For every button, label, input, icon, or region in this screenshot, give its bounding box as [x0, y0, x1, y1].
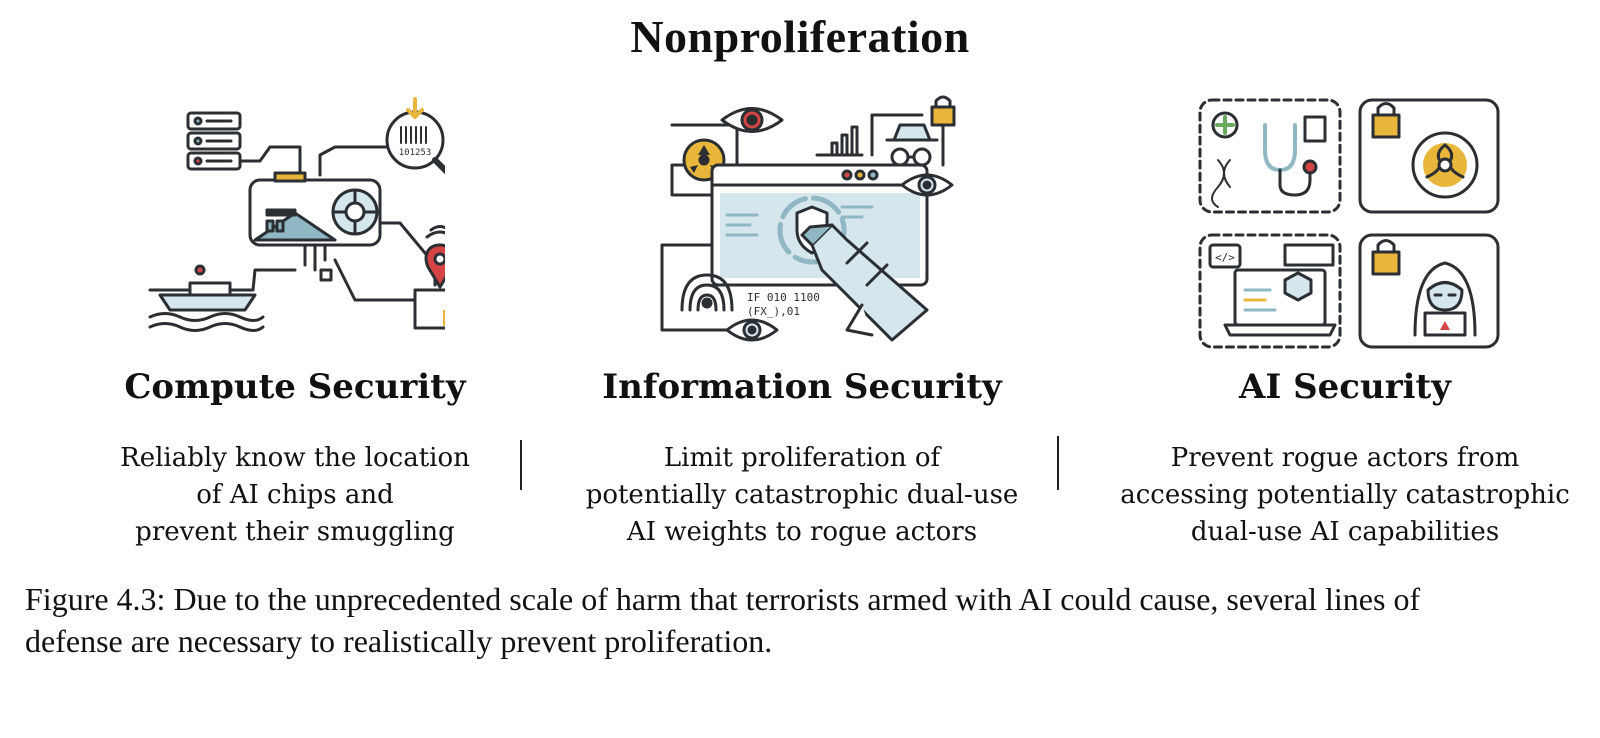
caption-line: Figure 4.3: Due to the unprecedented sca…	[25, 581, 1421, 617]
compute-security-column: 101253 Compute Security Reliably know th…	[115, 95, 475, 547]
locked-capabilities-grid-illustration: </>	[1198, 98, 1500, 349]
ai-security-column: </> AI Security Prevent rogue actors fro…	[1120, 95, 1570, 547]
description-line: dual-use AI capabilities	[1190, 517, 1500, 547]
ai-security-heading: AI Security	[1238, 367, 1452, 407]
code-tag: </>	[1215, 251, 1235, 264]
description-line: Limit proliferation of	[663, 443, 941, 473]
description-line: of AI chips and	[196, 480, 394, 510]
description-line: Reliably know the location	[120, 443, 470, 473]
code-line-1: IF 010 1100	[747, 291, 820, 304]
code-line-2: (FX_),01	[747, 305, 800, 318]
column-divider	[1057, 436, 1059, 490]
gpu-chip-tracking-illustration: 101253	[148, 97, 445, 332]
information-security-description: Limit proliferation of potentially catas…	[572, 440, 1032, 551]
description-line: potentially catastrophic dual-use	[585, 480, 1019, 510]
information-security-column: IF 010 1100 (FX_),01 Information Securit…	[572, 95, 1032, 547]
compute-security-description: Reliably know the location of AI chips a…	[115, 440, 475, 551]
figure-title: Nonproliferation	[630, 11, 970, 62]
description-line: accessing potentially catastrophic	[1120, 480, 1570, 510]
information-security-heading: Information Security	[602, 367, 1002, 407]
caption-line: defense are necessary to realistically p…	[25, 623, 773, 659]
column-divider	[520, 440, 522, 490]
description-line: prevent their smuggling	[135, 517, 455, 547]
description-line: AI weights to rogue actors	[626, 517, 978, 547]
barcode-number: 101253	[399, 148, 432, 158]
ai-security-description: Prevent rogue actors from accessing pote…	[1120, 440, 1570, 551]
figure-caption: Figure 4.3: Due to the unprecedented sca…	[25, 578, 1585, 662]
secure-browser-robot-hand-illustration: IF 010 1100 (FX_),01	[660, 95, 956, 342]
compute-security-heading: Compute Security	[124, 367, 466, 407]
description-line: Prevent rogue actors from	[1170, 443, 1520, 473]
